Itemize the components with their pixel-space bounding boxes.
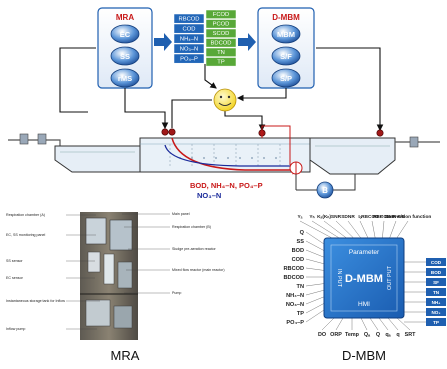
- photo-label-right: Sludge pre-aeration reactor: [172, 247, 217, 251]
- chip-output-label: TN: [433, 290, 440, 295]
- pump-label: B: [322, 186, 328, 195]
- control-line-table: [205, 64, 216, 88]
- chip-bottom-label: ORP: [330, 332, 342, 338]
- control-line-left: [60, 48, 96, 112]
- chip-left-label: PO₄–P: [286, 320, 304, 326]
- photo-label-right: Pump: [172, 291, 181, 295]
- control-line-sensor: [172, 100, 212, 128]
- chip-title: D-MBM: [345, 273, 383, 285]
- chip-input-label: IN PUT: [336, 269, 342, 288]
- chip-output-label: COD: [431, 260, 442, 265]
- dmbm-item: S/F: [272, 47, 300, 65]
- chip-left-label: NO₃–N: [286, 302, 304, 308]
- mra-caption: MRA: [111, 348, 140, 363]
- table-cell-right-label: BDCOD: [211, 41, 232, 47]
- chip-top-label: Conversion function: [385, 214, 432, 220]
- chip-bottom-label: SRT: [405, 332, 416, 338]
- chip-left-label: SS: [297, 239, 305, 245]
- table-cell-left-label: PO₄–P: [180, 57, 198, 63]
- table-cell-left-label: RBCOD: [179, 17, 200, 23]
- measurement-label-2: NO₃–N: [197, 191, 221, 200]
- chip-output-label: OUT PUT: [387, 265, 393, 290]
- mra-box: MRA EC SS rMS: [98, 8, 152, 88]
- photo-label-left: Respiration chamber (A): [6, 213, 45, 217]
- table-cell-right-label: TP: [217, 60, 225, 66]
- chip-bottom-label: Temp: [345, 332, 360, 338]
- process-diagram: MRA EC SS rMS RBCOD COD NH₄–N NO₃–N PO₄–P FCOD P…: [8, 8, 440, 200]
- dmbm-item-label: MBM: [277, 30, 295, 39]
- photo-label-left: Instantaneous storage tank for Inflow: [6, 299, 65, 303]
- table-cell-right-label: FCOD: [213, 12, 229, 18]
- chip-top-label: SNR: [331, 214, 342, 220]
- control-line-right: [316, 48, 380, 130]
- mra-item-label: SS: [120, 52, 130, 61]
- chip-left-label: BDCOD: [283, 275, 304, 281]
- arrow-to-dmbm: [238, 33, 256, 51]
- chip-bottom-label: qₐ: [385, 332, 390, 338]
- photo-label-right: Respiration chamber (B): [172, 225, 211, 229]
- table-cell-right-label: SCOD: [213, 31, 230, 37]
- photo-label-left: Inflow pump: [6, 327, 25, 331]
- chip-left-label: BOD: [292, 248, 304, 254]
- measurement-label-1: BOD, NH₄–N, PO₄–P: [190, 181, 263, 190]
- chip-parameter-label: Parameter: [349, 249, 380, 256]
- chip-bottom-label: Qₐ: [364, 332, 370, 338]
- chip-top-label: Yₕ: [309, 214, 314, 220]
- photo-label-right: Mixed flow reactor (main reactor): [172, 268, 225, 272]
- mra-item: rMS: [111, 69, 139, 87]
- dmbm-item: S/P: [272, 69, 300, 87]
- controller-icon: [214, 89, 236, 111]
- dmbm-item-label: S/F: [280, 52, 292, 61]
- arrow-to-table: [154, 33, 172, 51]
- parameter-table: RBCOD COD NH₄–N NO₃–N PO₄–P FCOD PCOD SCOD BDCOD…: [174, 10, 236, 66]
- chip-left-label: Q: [300, 230, 305, 236]
- chip-output-label: NH₄: [432, 300, 441, 305]
- sampling-valve-icon: [290, 162, 302, 174]
- dmbm-box: D-MBM MBM S/F S/P: [258, 8, 314, 88]
- mra-item-label: EC: [120, 30, 131, 39]
- chip-left-label: COD: [292, 257, 304, 263]
- photo-label-left: SS sensor: [6, 259, 23, 263]
- mra-photo-panel: Respiration chamber (A) EC, SS monitoring…: [6, 212, 225, 363]
- dmbm-caption: D-MBM: [342, 348, 386, 363]
- chip-output-label: BOD: [431, 270, 442, 275]
- dmbm-item: MBM: [272, 25, 300, 43]
- mra-box-title: MRA: [116, 13, 134, 22]
- mra-item: EC: [111, 25, 139, 43]
- table-cell-right-label: PCOD: [213, 22, 230, 28]
- chip-left-label: TP: [297, 311, 304, 317]
- chip-left-label: TN: [297, 284, 304, 290]
- chip-output-label: NO₃: [431, 310, 440, 315]
- dmbm-item-label: S/P: [280, 74, 292, 83]
- mra-item: SS: [111, 47, 139, 65]
- control-line-mra: [125, 88, 165, 128]
- photo-label-right: Main panel: [172, 212, 190, 216]
- chip-top-label: Yₐ: [297, 214, 302, 220]
- chip-bottom-label: q: [396, 332, 399, 338]
- photo-label-left: EC, SS monitoring panel: [6, 233, 46, 237]
- chip-top-label: Kₐ(Kₕ): [317, 214, 331, 220]
- control-line-dmbm: [238, 88, 286, 98]
- table-cell-right-label: TN: [217, 50, 225, 56]
- chip-bottom-label: DO: [318, 332, 326, 338]
- dmbm-box-title: D-MBM: [272, 13, 300, 22]
- chip-hmi-label: HMI: [358, 301, 370, 308]
- table-cell-left-label: COD: [183, 27, 196, 33]
- mra-item-label: rMS: [118, 74, 132, 83]
- table-cell-left-label: NO₃–N: [180, 47, 198, 53]
- chip-output-label: SF: [433, 280, 439, 285]
- pump-b-icon: B: [317, 182, 333, 198]
- chip-left-label: RBCOD: [283, 266, 304, 272]
- photo-label-left: EC sensor: [6, 276, 24, 280]
- chip-left-label: NH₄–N: [286, 293, 304, 299]
- chip-bottom-label: Q: [376, 332, 380, 338]
- table-cell-left-label: NH₄–N: [180, 37, 198, 43]
- control-line-controller: [225, 108, 262, 130]
- chip-top-label: SDNR: [341, 214, 355, 220]
- chip-output-label: TP: [433, 320, 439, 325]
